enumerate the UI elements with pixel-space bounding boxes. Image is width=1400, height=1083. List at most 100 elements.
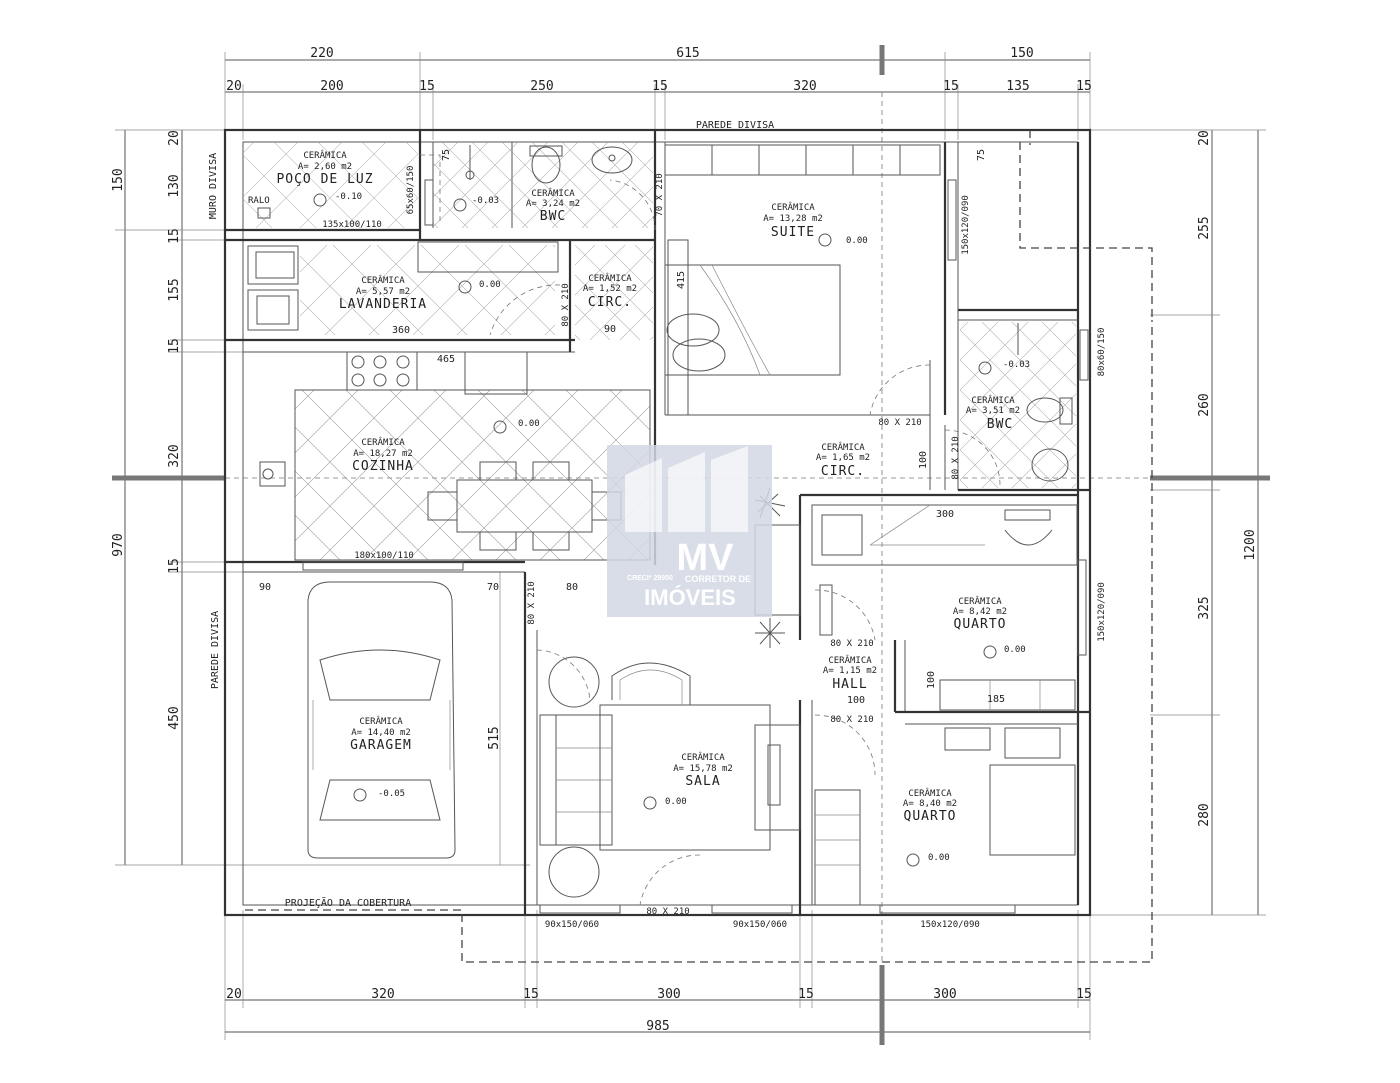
- svg-text:150x120/090: 150x120/090: [961, 195, 971, 255]
- svg-text:320: 320: [371, 987, 394, 1002]
- svg-text:1200: 1200: [1243, 529, 1258, 560]
- svg-text:80 X 210: 80 X 210: [646, 907, 689, 917]
- svg-text:CERÂMICA: CERÂMICA: [908, 787, 952, 799]
- level-markers: [313, 193, 997, 867]
- svg-text:15: 15: [943, 79, 959, 94]
- svg-text:A= 1,15 m2: A= 1,15 m2: [823, 666, 877, 676]
- svg-text:100: 100: [918, 451, 929, 469]
- room-quarto-1: CERÂMICA A= 8,42 m2 QUARTO 0.00 300 150x…: [830, 509, 1107, 655]
- svg-text:0.00: 0.00: [479, 280, 501, 290]
- svg-text:GARAGEM: GARAGEM: [350, 738, 412, 753]
- svg-text:80x60/150: 80x60/150: [1097, 328, 1107, 377]
- svg-text:360: 360: [392, 325, 410, 336]
- windows: [302, 179, 1089, 914]
- svg-text:450: 450: [167, 706, 182, 729]
- svg-text:130: 130: [167, 174, 182, 197]
- room-lavanderia: CERÂMICA A= 5,57 m2 LAVANDERIA 0.00 360 …: [339, 274, 571, 336]
- svg-text:0.00: 0.00: [846, 236, 868, 246]
- svg-text:A= 2,60 m2: A= 2,60 m2: [298, 162, 352, 172]
- svg-text:15: 15: [1076, 987, 1092, 1002]
- svg-text:SALA: SALA: [685, 774, 720, 789]
- logo-creci: CRECI* 29950: [627, 575, 673, 582]
- svg-text:15: 15: [1076, 79, 1092, 94]
- svg-text:465: 465: [437, 354, 455, 365]
- svg-text:BWC: BWC: [540, 209, 566, 224]
- room-poco-de-luz: CERÂMICA A= 2,60 m2 POÇO DE LUZ -0.10 13…: [276, 149, 381, 230]
- svg-text:15: 15: [652, 79, 668, 94]
- svg-text:BWC: BWC: [987, 417, 1013, 432]
- door-swings: [420, 154, 1001, 906]
- svg-text:-0.03: -0.03: [1003, 360, 1030, 370]
- svg-text:0.00: 0.00: [665, 797, 687, 807]
- svg-text:COZINHA: COZINHA: [352, 459, 414, 474]
- svg-text:80 X 210: 80 X 210: [878, 418, 921, 428]
- svg-text:320: 320: [793, 79, 816, 94]
- svg-text:220: 220: [310, 46, 333, 61]
- svg-text:A= 14,40 m2: A= 14,40 m2: [351, 728, 411, 738]
- svg-text:A= 18,27 m2: A= 18,27 m2: [353, 449, 413, 459]
- svg-text:75: 75: [441, 149, 452, 161]
- svg-text:20: 20: [226, 987, 242, 1002]
- svg-text:515: 515: [487, 726, 502, 749]
- plan-labels: PAREDE DIVISA MURO DIVISA PAREDE DIVISA …: [208, 120, 774, 909]
- svg-text:90x150/060: 90x150/060: [545, 920, 599, 930]
- svg-text:260: 260: [1197, 393, 1212, 416]
- svg-text:300: 300: [936, 509, 954, 520]
- muro-divisa: MURO DIVISA: [208, 153, 219, 219]
- svg-text:80 X 210: 80 X 210: [830, 715, 873, 725]
- svg-text:CIRC.: CIRC.: [588, 295, 632, 310]
- logo-name: IMÓVEIS: [644, 585, 736, 610]
- svg-text:CERÂMICA: CERÂMICA: [588, 272, 632, 284]
- svg-text:185: 185: [987, 694, 1005, 705]
- svg-text:415: 415: [676, 271, 687, 289]
- svg-text:A= 3,24 m2: A= 3,24 m2: [526, 199, 580, 209]
- svg-text:985: 985: [646, 1019, 669, 1034]
- svg-text:100: 100: [926, 671, 937, 689]
- svg-text:CERÂMICA: CERÂMICA: [971, 394, 1015, 406]
- svg-text:135: 135: [1006, 79, 1029, 94]
- svg-text:20: 20: [226, 79, 242, 94]
- svg-text:325: 325: [1197, 596, 1212, 619]
- svg-text:250: 250: [530, 79, 553, 94]
- svg-text:0.00: 0.00: [1004, 645, 1026, 655]
- svg-text:LAVANDERIA: LAVANDERIA: [339, 297, 427, 312]
- building-icon: [625, 446, 748, 532]
- room-bwc-1: CERÂMICA A= 3,24 m2 BWC -0.03 65x60/150 …: [406, 149, 665, 224]
- room-bwc-2: CERÂMICA A= 3,51 m2 BWC -0.03 80x60/150: [966, 328, 1107, 432]
- svg-text:CERÂMICA: CERÂMICA: [531, 187, 575, 199]
- svg-text:-0.10: -0.10: [335, 192, 362, 202]
- svg-text:A= 8,40 m2: A= 8,40 m2: [903, 799, 957, 809]
- svg-text:255: 255: [1197, 216, 1212, 239]
- right-dimensions: 1200 20 255 260 325 280: [1197, 130, 1258, 827]
- svg-text:0.00: 0.00: [518, 419, 540, 429]
- svg-text:15: 15: [167, 338, 182, 354]
- svg-text:300: 300: [933, 987, 956, 1002]
- svg-text:A= 15,78 m2: A= 15,78 m2: [673, 764, 733, 774]
- projecao-cobertura: PROJEÇÃO DA COBERTURA: [285, 896, 411, 909]
- svg-text:15: 15: [167, 228, 182, 244]
- svg-text:15: 15: [419, 79, 435, 94]
- svg-text:A= 3,51 m2: A= 3,51 m2: [966, 406, 1020, 416]
- room-cozinha: CERÂMICA A= 18,27 m2 COZINHA 0.00 465 18…: [352, 354, 540, 561]
- svg-text:A= 1,65 m2: A= 1,65 m2: [816, 453, 870, 463]
- svg-text:615: 615: [676, 46, 699, 61]
- svg-text:150x120/090: 150x120/090: [920, 920, 980, 930]
- svg-text:150: 150: [111, 168, 126, 191]
- svg-text:80: 80: [566, 582, 578, 593]
- svg-text:CERÂMICA: CERÂMICA: [958, 595, 1002, 607]
- svg-text:135x100/110: 135x100/110: [322, 220, 382, 230]
- svg-text:CERÂMICA: CERÂMICA: [771, 201, 815, 213]
- ralo-label: RALO: [248, 196, 270, 206]
- watermark-logo: MV CRECI* 29950 CORRETOR DE IMÓVEIS: [607, 445, 772, 617]
- svg-text:300: 300: [657, 987, 680, 1002]
- svg-text:CERÂMICA: CERÂMICA: [361, 436, 405, 448]
- room-garagem: CERÂMICA A= 14,40 m2 GARAGEM -0.05 90 70: [259, 582, 499, 799]
- svg-text:20: 20: [1197, 130, 1212, 146]
- svg-text:HALL: HALL: [832, 677, 867, 692]
- parede-divisa-top: PAREDE DIVISA: [696, 120, 774, 131]
- svg-text:155: 155: [167, 278, 182, 301]
- svg-text:100: 100: [847, 695, 865, 706]
- svg-text:A= 5,57 m2: A= 5,57 m2: [356, 287, 410, 297]
- logo-tag: CORRETOR DE: [685, 574, 751, 584]
